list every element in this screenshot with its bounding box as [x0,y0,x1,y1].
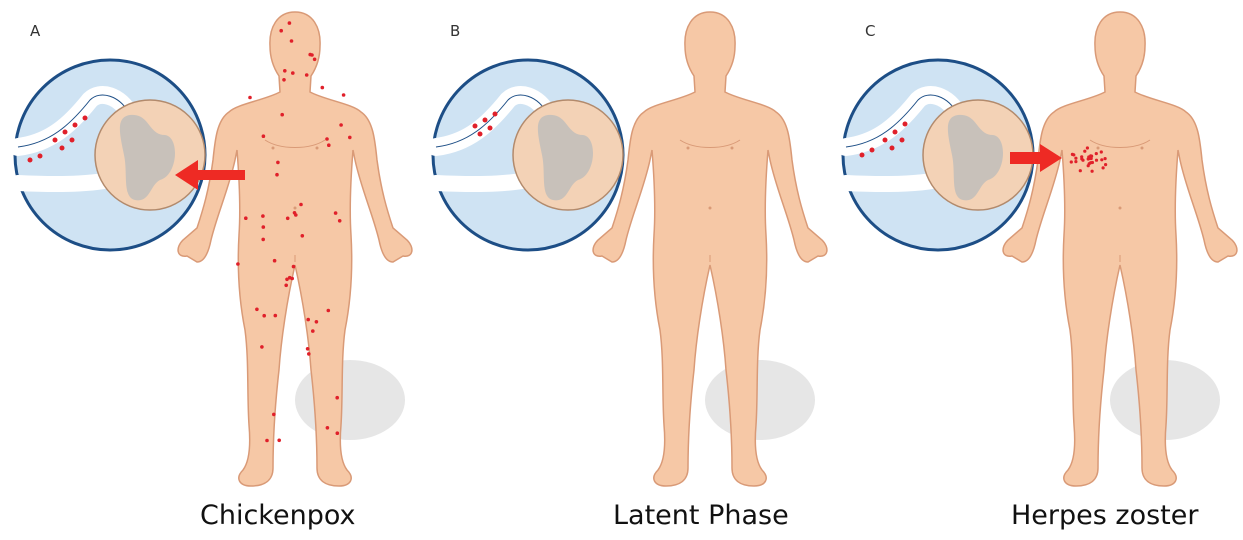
spinal-ganglion-inset [843,60,1033,250]
panel-b [433,12,827,486]
panel-c-letter: C [865,22,875,40]
panel-c [843,12,1237,486]
figure-shadow [705,360,815,440]
caption-chickenpox: Chickenpox [200,500,356,531]
spinal-ganglion-inset [433,60,623,250]
caption-herpes-zoster: Herpes zoster [1011,500,1198,531]
panel-a-letter: A [30,22,40,40]
caption-latent-phase: Latent Phase [613,500,789,531]
panel-a [15,12,412,486]
panel-b-letter: B [450,22,460,40]
spinal-ganglion-inset [15,60,205,250]
